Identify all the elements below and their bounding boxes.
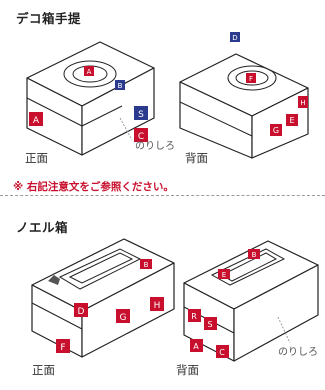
svg-text:H: H [154, 301, 161, 311]
svg-text:G: G [273, 126, 279, 135]
back-label: 背面 [176, 363, 199, 377]
ornament-icon [48, 275, 60, 285]
deco-box-back-illustration: D F G E H [179, 32, 309, 159]
svg-text:D: D [232, 34, 237, 42]
notice-text: ※ 右記注意文をご参照ください。 [13, 181, 174, 193]
svg-text:S: S [138, 110, 144, 120]
svg-text:G: G [120, 313, 127, 323]
section-title: デコ箱手提 [16, 11, 82, 26]
svg-text:B: B [118, 82, 123, 90]
svg-text:B: B [144, 261, 149, 269]
noel-box-front-illustration: B D G H F [31, 238, 175, 358]
section-title: ノエル箱 [16, 220, 69, 235]
front-label: 正面 [32, 363, 55, 377]
deco-box-section: デコ箱手提 A B A C S のりしろ 正面 [0, 11, 325, 196]
svg-text:B: B [252, 251, 257, 259]
svg-text:H: H [300, 99, 305, 107]
svg-text:A: A [33, 116, 40, 126]
marker-a: A [87, 68, 92, 76]
margin-leader-line [119, 117, 133, 141]
deco-box-front-illustration: A B A C S [26, 41, 155, 156]
noel-box-back-illustration: B E R S A C [183, 240, 319, 362]
front-label: 正面 [25, 151, 48, 165]
svg-text:F: F [249, 75, 253, 83]
margin-label: のりしろ [278, 347, 318, 358]
svg-text:A: A [193, 342, 199, 351]
back-label: 背面 [185, 151, 208, 165]
svg-text:R: R [191, 312, 197, 321]
svg-text:E: E [289, 116, 294, 125]
svg-text:S: S [207, 320, 212, 329]
svg-text:C: C [138, 132, 144, 142]
margin-label: のりしろ [135, 141, 175, 152]
svg-text:C: C [219, 348, 225, 357]
noel-box-section: ノエル箱 B D G H F 正面 [0, 197, 325, 390]
svg-text:E: E [222, 271, 226, 279]
svg-text:F: F [60, 343, 65, 353]
svg-text:D: D [78, 307, 85, 317]
